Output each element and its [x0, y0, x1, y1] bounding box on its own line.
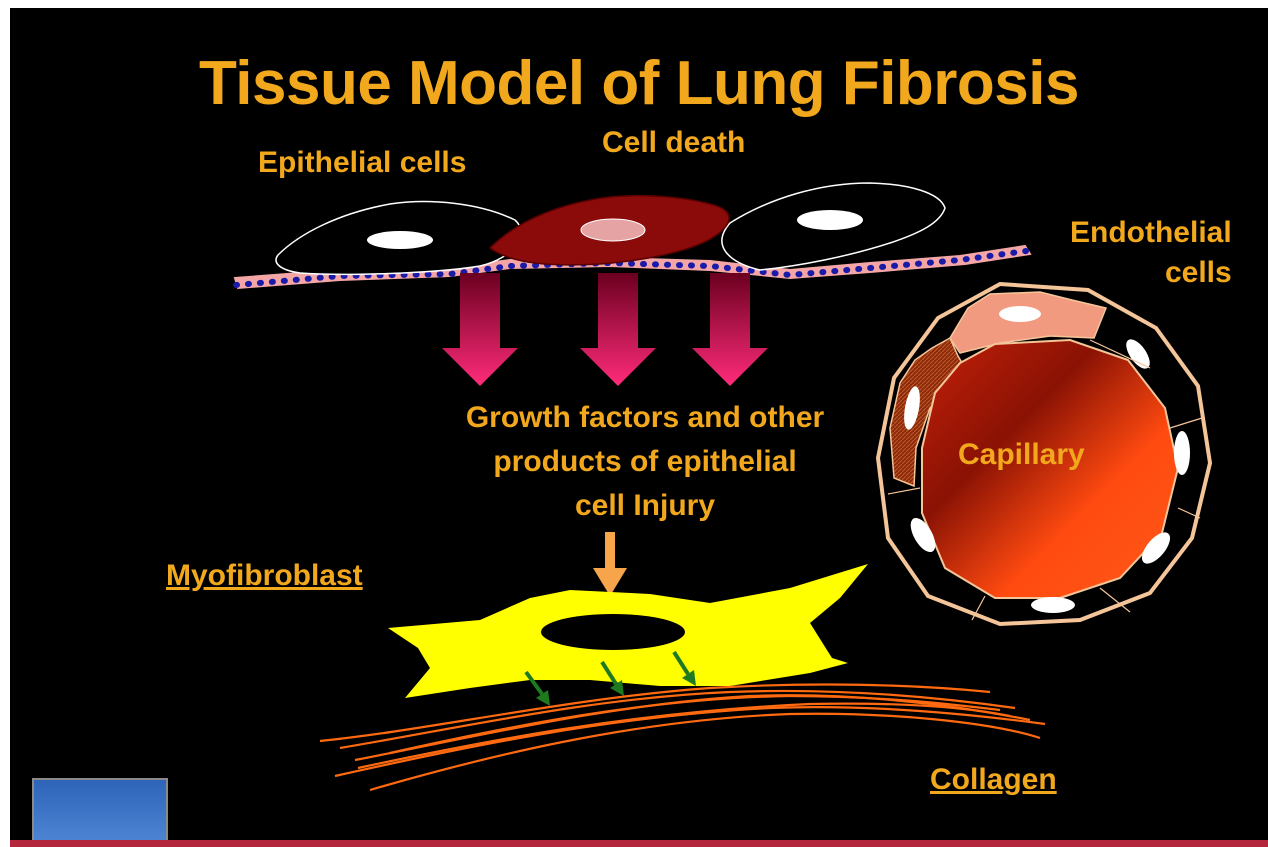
down-arrow-icon [442, 273, 518, 386]
thumbnail-image [32, 778, 168, 847]
down-arrow-icon [580, 273, 656, 386]
label-collagen: Collagen [930, 763, 1057, 797]
label-myofibroblast: Myofibroblast [166, 559, 363, 593]
slide: Tissue Model of Lung Fibrosis Epithelial… [10, 8, 1268, 847]
epithelial-cell-left [276, 202, 521, 275]
nucleus [797, 210, 863, 230]
dying-epithelial-cell [490, 196, 729, 265]
label-epithelial-cells: Epithelial cells [258, 146, 466, 180]
label-growth-factors: Growth factors and other products of epi… [385, 396, 905, 528]
nucleus [581, 219, 645, 241]
label-endothelial-cells: Endothelial cells [1070, 213, 1232, 293]
slide-title: Tissue Model of Lung Fibrosis [10, 48, 1268, 119]
injury-arrow-icon [593, 532, 627, 596]
down-arrow-icon [692, 273, 768, 386]
label-cell-death: Cell death [602, 126, 745, 160]
accent-bar [10, 840, 1268, 847]
myofibroblast-cell [388, 564, 868, 698]
nucleus [367, 231, 433, 249]
label-capillary: Capillary [958, 438, 1085, 472]
epithelial-cell-right [722, 183, 945, 270]
